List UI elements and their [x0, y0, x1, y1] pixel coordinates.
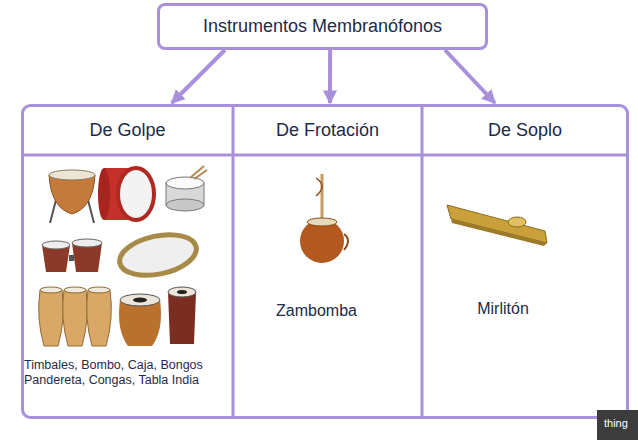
- congas-picture-part: [40, 287, 62, 293]
- congas-picture: [39, 287, 112, 346]
- kazoo-picture: [447, 205, 547, 246]
- snare-drum-picture-part: [194, 170, 207, 179]
- zambomba-picture-part: [307, 218, 337, 226]
- bass-drum-picture-part: [98, 168, 110, 220]
- table-grid-part: [232, 105, 235, 418]
- instrument-names: Mirlitón: [422, 299, 628, 319]
- bongos-picture-part: [72, 239, 102, 247]
- table-grid-part: [23, 106, 628, 418]
- kazoo-picture-part: [508, 217, 526, 227]
- watermark-box-part: [597, 410, 638, 440]
- tabla-picture-part: [133, 298, 147, 303]
- snare-drum-picture-part: [166, 177, 204, 189]
- timpani-picture-part: [49, 170, 95, 180]
- tabla-picture-part: [119, 300, 161, 346]
- column-heading: De Soplo: [422, 105, 628, 155]
- zambomba-picture-part: [300, 219, 344, 263]
- instrument-names: Timbales, Bombo, Caja, Bongos Pandereta,…: [22, 358, 233, 389]
- congas-picture-part: [63, 290, 88, 346]
- watermark-holder: thing: [597, 410, 638, 429]
- congas-picture-part: [64, 287, 86, 293]
- bass-drum-picture: [98, 168, 154, 220]
- category-column: De FrotaciónZambomba: [233, 105, 422, 418]
- congas-picture-part: [39, 290, 64, 346]
- kazoo-picture-part: [451, 219, 547, 246]
- zambomba-picture-part: [316, 178, 322, 196]
- congas-picture-part: [87, 290, 112, 346]
- timpani-picture-part: [49, 175, 95, 214]
- tabla-picture: [119, 287, 196, 346]
- table-grid: [22, 105, 628, 418]
- title-box: Instrumentos Membranófonos: [157, 3, 488, 50]
- bongos-picture-part: [42, 241, 70, 249]
- instrument-names: Zambomba: [233, 301, 422, 321]
- tabla-picture-part: [120, 294, 160, 306]
- watermark-box: [597, 410, 638, 440]
- title-text: Instrumentos Membranófonos: [203, 16, 442, 37]
- category-column: De GolpeTimbales, Bombo, Caja, Bongos Pa…: [22, 105, 233, 418]
- connector-arrow: [445, 50, 495, 103]
- tambourine-picture-part: [116, 228, 200, 281]
- timpani-picture-part: [50, 200, 56, 223]
- tabla-picture-part: [168, 292, 196, 344]
- tabla-picture-part: [177, 290, 187, 294]
- zambomba-picture-part: [344, 234, 348, 250]
- congas-picture-part: [88, 287, 110, 293]
- bass-drum-picture-part: [118, 168, 154, 220]
- snare-drum-picture: [166, 166, 207, 211]
- timpani-picture-part: [88, 200, 94, 223]
- zambomba-picture: [300, 174, 348, 263]
- bongos-picture: [42, 239, 102, 272]
- connector-arrow: [328, 50, 332, 103]
- tambourine-picture: [116, 228, 200, 281]
- bongos-picture-part: [69, 255, 74, 261]
- category-column: De SoploMirlitón: [422, 105, 628, 418]
- timpani-picture: [49, 170, 95, 223]
- tabla-picture-part: [168, 287, 196, 297]
- table-grid-part: [22, 154, 628, 157]
- watermark-text: thing: [604, 417, 638, 429]
- column-heading: De Golpe: [22, 105, 233, 155]
- column-heading: De Frotación: [233, 105, 422, 155]
- table-grid-part: [421, 105, 424, 418]
- connector-arrow: [172, 50, 225, 103]
- snare-drum-picture-part: [166, 199, 204, 211]
